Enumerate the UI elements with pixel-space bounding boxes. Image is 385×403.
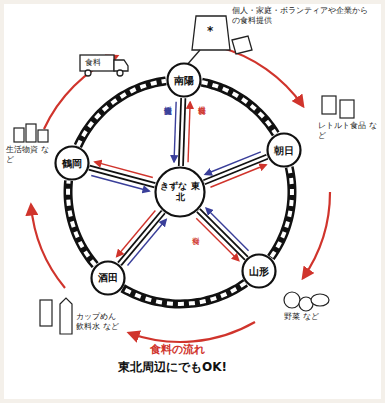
connector-group bbox=[89, 162, 155, 191]
spoke-connector bbox=[198, 210, 246, 258]
truck-wheel bbox=[85, 70, 91, 76]
pack-icon bbox=[340, 100, 354, 118]
annotation-label: レトルト食品 など bbox=[318, 121, 378, 141]
annotation-label: 食料支援情報 bbox=[162, 100, 172, 170]
cup-noodle-icon bbox=[40, 300, 52, 326]
can-icon bbox=[14, 128, 24, 142]
flow-arrow bbox=[129, 322, 255, 342]
spoke-rail bbox=[204, 157, 267, 182]
connector-group bbox=[123, 283, 246, 304]
connector-group bbox=[78, 81, 166, 146]
annotation-label: 東北周辺にでもOK! bbox=[118, 360, 258, 374]
connector-group bbox=[271, 167, 292, 257]
spoke-rail bbox=[89, 168, 155, 186]
annotation-label: 食料 bbox=[190, 230, 200, 300]
retort-packs bbox=[322, 96, 354, 118]
truck bbox=[80, 55, 128, 76]
station-circle: 南陽 bbox=[166, 62, 202, 98]
truck-wheel bbox=[117, 70, 123, 76]
box-icon bbox=[232, 36, 252, 54]
spoke-rail bbox=[181, 98, 183, 166]
rail-ties bbox=[78, 81, 166, 146]
connector-group bbox=[202, 82, 276, 134]
annotation-label: カップめん 飲料水 など bbox=[76, 312, 126, 332]
supply-arrow bbox=[210, 165, 266, 187]
connector-group bbox=[68, 181, 95, 265]
flow-arrow bbox=[219, 47, 303, 106]
station-circle: 朝日 bbox=[266, 132, 302, 168]
annotation-label: 食料 bbox=[85, 58, 113, 68]
info-arrow bbox=[206, 208, 248, 250]
bottles bbox=[40, 298, 72, 334]
node-label: 鶴岡 bbox=[57, 158, 87, 169]
supply-arrow bbox=[95, 162, 153, 178]
connector-group bbox=[204, 152, 267, 187]
node-label: 酒田 bbox=[93, 272, 123, 283]
spoke-connector bbox=[204, 157, 267, 182]
circle-shape bbox=[167, 64, 200, 97]
bottle-icon bbox=[60, 298, 72, 334]
rail-track bbox=[78, 81, 166, 146]
info-arrow bbox=[174, 102, 176, 162]
connector-group bbox=[117, 210, 166, 265]
station-circle: 酒田 bbox=[90, 260, 126, 296]
hub-circle: きずな 東北 bbox=[154, 166, 206, 218]
pack-icon bbox=[322, 96, 336, 114]
vegetable-icon bbox=[284, 292, 300, 308]
spoke-connector bbox=[181, 98, 183, 166]
flow-arrow bbox=[303, 192, 330, 278]
flow-arrow bbox=[31, 205, 65, 288]
node-label: 朝日 bbox=[269, 145, 299, 156]
cans bbox=[14, 124, 48, 142]
rail-ties bbox=[202, 82, 276, 134]
truck-cab bbox=[114, 60, 128, 71]
rail-track bbox=[271, 167, 292, 257]
connector-group bbox=[196, 208, 248, 260]
node-label: 山形 bbox=[244, 266, 274, 277]
can-icon bbox=[26, 124, 36, 142]
circle-shape bbox=[267, 134, 300, 167]
node-label: 南陽 bbox=[169, 75, 199, 86]
flow-arrows bbox=[31, 47, 330, 342]
circle-shape bbox=[92, 261, 125, 294]
rail-track bbox=[68, 181, 95, 265]
supply-arrow bbox=[188, 102, 190, 162]
spoke-rail bbox=[120, 212, 164, 264]
station-circle: 山形 bbox=[241, 253, 277, 289]
circle-shape bbox=[55, 147, 88, 180]
bag-icon bbox=[192, 16, 230, 50]
spoke-rail bbox=[198, 210, 246, 258]
info-arrow bbox=[128, 219, 167, 265]
rail-ties bbox=[123, 283, 246, 304]
annotation-label: * bbox=[207, 24, 217, 38]
circle-shape bbox=[156, 168, 205, 217]
rail-ties bbox=[271, 167, 292, 257]
connector-group bbox=[174, 98, 190, 166]
supply-arrow bbox=[196, 218, 238, 260]
annotation-label: 食料提供 bbox=[196, 100, 206, 170]
spoke-connector bbox=[89, 168, 155, 186]
vegetables bbox=[284, 292, 329, 311]
spoke-connector bbox=[120, 212, 164, 264]
annotation-label: 個人・家庭・ボランティアや企業からの食料提供 bbox=[232, 6, 372, 26]
annotation-label: 野菜 など bbox=[284, 312, 334, 322]
annotation-label: 生活物資 など bbox=[6, 145, 56, 165]
info-arrow bbox=[205, 152, 261, 174]
vegetable-icon bbox=[311, 294, 329, 306]
station-circle: 鶴岡 bbox=[54, 145, 90, 181]
node-label: きずな 東北 bbox=[157, 181, 203, 203]
flow-arrow bbox=[44, 56, 117, 129]
truck-body bbox=[80, 55, 114, 71]
circle-shape bbox=[243, 255, 276, 288]
rail-track bbox=[123, 283, 246, 304]
annotation-label: 食料の流れ bbox=[150, 343, 220, 356]
supply-arrow bbox=[117, 210, 156, 256]
info-arrow bbox=[91, 175, 149, 191]
rail-ties bbox=[68, 181, 95, 265]
can-icon bbox=[38, 130, 48, 142]
rail-track bbox=[202, 82, 276, 134]
